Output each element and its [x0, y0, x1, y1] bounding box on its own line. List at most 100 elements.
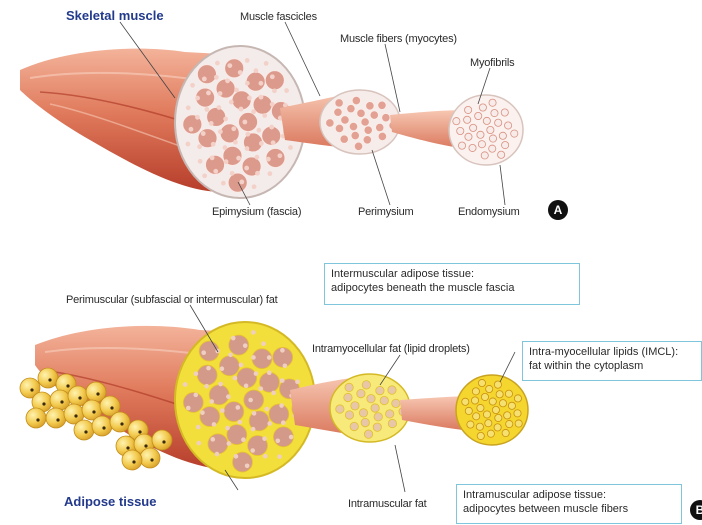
fascicle-dot — [270, 102, 275, 107]
fascicle-dot — [251, 355, 256, 360]
fascicle-dot — [215, 61, 220, 66]
fascicle-dot — [183, 382, 188, 387]
fascicle-dot — [263, 454, 268, 459]
myofibril — [453, 118, 460, 125]
fascicle-dot — [267, 370, 272, 375]
myofibril — [487, 126, 494, 133]
fascicle-dot — [245, 463, 250, 468]
muscle-fiber — [364, 430, 372, 438]
fascicle-dot — [265, 407, 270, 412]
fascicle-dot — [224, 159, 229, 164]
callout-intermuscular: Intermuscular adipose tissue: adipocytes… — [324, 263, 580, 305]
myofibril — [464, 116, 471, 123]
myofibril — [465, 106, 472, 113]
fascicle-dot — [200, 410, 205, 415]
adipocyte-nucleus — [144, 444, 147, 447]
fascicle-dot — [250, 448, 255, 453]
adipocyte — [92, 416, 112, 436]
fascicle-dot — [214, 75, 219, 80]
fascicle-dot — [204, 107, 209, 112]
myofibril — [489, 99, 496, 106]
panel-a-title: Skeletal muscle — [66, 8, 164, 23]
muscle-fiber — [334, 108, 342, 116]
myofibril — [465, 133, 472, 140]
fascicle-dot — [279, 403, 284, 408]
adipocyte — [110, 412, 130, 432]
callout-imcl-line2: fat within the cytoplasm — [529, 359, 695, 373]
muscle-fiber — [386, 410, 394, 418]
callout-intermuscular-line1: Intermuscular adipose tissue: — [331, 267, 573, 281]
lipid-droplet — [485, 420, 492, 427]
fascicle-dot — [251, 427, 256, 432]
fascicle-dot — [295, 379, 300, 384]
fascicle-dot — [239, 107, 244, 112]
fascicle-dot — [266, 157, 271, 162]
fascicle-dot — [231, 336, 236, 341]
fascicle-dot — [262, 436, 267, 441]
callout-intermuscular-line2: adipocytes beneath the muscle fascia — [331, 281, 573, 295]
fascicle-dot — [271, 391, 276, 396]
fascicle-dot — [211, 142, 216, 147]
myofibril — [481, 152, 488, 159]
lipid-droplet — [473, 413, 480, 420]
fascicle-dot — [229, 100, 234, 105]
lipid-droplet — [494, 424, 501, 431]
fascicle-dot — [254, 371, 259, 376]
fascicle-dot — [218, 91, 223, 96]
lipid-droplet — [495, 414, 502, 421]
lipid-droplet — [487, 430, 494, 437]
lipid-droplet — [504, 412, 511, 419]
fascicle-dot — [213, 169, 218, 174]
fascicle-dot — [231, 126, 236, 131]
lipid-droplet — [477, 404, 484, 411]
label-intramyocellular-fat: Intramyocellular fat (lipid droplets) — [312, 343, 470, 355]
myofibril — [483, 117, 490, 124]
fascicle-dot — [225, 78, 230, 83]
muscle-fiber — [347, 104, 355, 112]
myofibril — [498, 151, 505, 158]
label-myofibrils: Myofibrils — [470, 57, 514, 69]
fascicle-dot — [280, 348, 285, 353]
fascicle — [219, 356, 239, 376]
fascicle — [244, 390, 264, 410]
fascicle-dot — [228, 352, 233, 357]
lipid-droplet — [486, 385, 493, 392]
myofibril — [502, 141, 509, 148]
muscle-fiber — [382, 113, 390, 121]
fascicle-dot — [255, 155, 260, 160]
fascicle-dot — [244, 166, 249, 171]
myofibril — [475, 112, 482, 119]
fascicle-dot — [186, 406, 191, 411]
fascicle-dot — [243, 343, 248, 348]
fascicle-dot — [247, 96, 252, 101]
muscle-fiber — [364, 126, 372, 134]
lipid-droplet — [472, 388, 479, 395]
muscle-fiber — [335, 99, 343, 107]
fascicle-dot — [289, 435, 294, 440]
myofibril — [458, 142, 465, 149]
fascicle-dot — [234, 454, 239, 459]
adipocyte-nucleus — [138, 430, 141, 433]
lipid-droplet — [508, 402, 515, 409]
fascicle-dot — [215, 452, 220, 457]
fascicle-dot — [221, 181, 226, 186]
lipid-droplet — [481, 393, 488, 400]
lipid-droplet — [502, 429, 509, 436]
adipocyte-nucleus — [42, 402, 45, 405]
muscle-fiber — [378, 101, 386, 109]
adipocyte — [46, 408, 66, 428]
fascicle-dot — [281, 420, 286, 425]
fascicle-dot — [261, 341, 266, 346]
lipid-droplet — [492, 406, 499, 413]
lipid-droplet — [499, 400, 506, 407]
muscle-fiber — [361, 118, 369, 126]
fascicle-dot — [254, 68, 259, 73]
muscle-fiber — [373, 423, 381, 431]
fascicle-dot — [241, 437, 246, 442]
myofibril — [457, 127, 464, 134]
label-perimysium: Perimysium — [358, 206, 413, 218]
adipocyte-nucleus — [120, 422, 123, 425]
label-intramuscular-fat: Intramuscular fat — [348, 498, 427, 510]
muscle-fiber — [357, 109, 365, 117]
muscle-fiber — [349, 122, 357, 130]
